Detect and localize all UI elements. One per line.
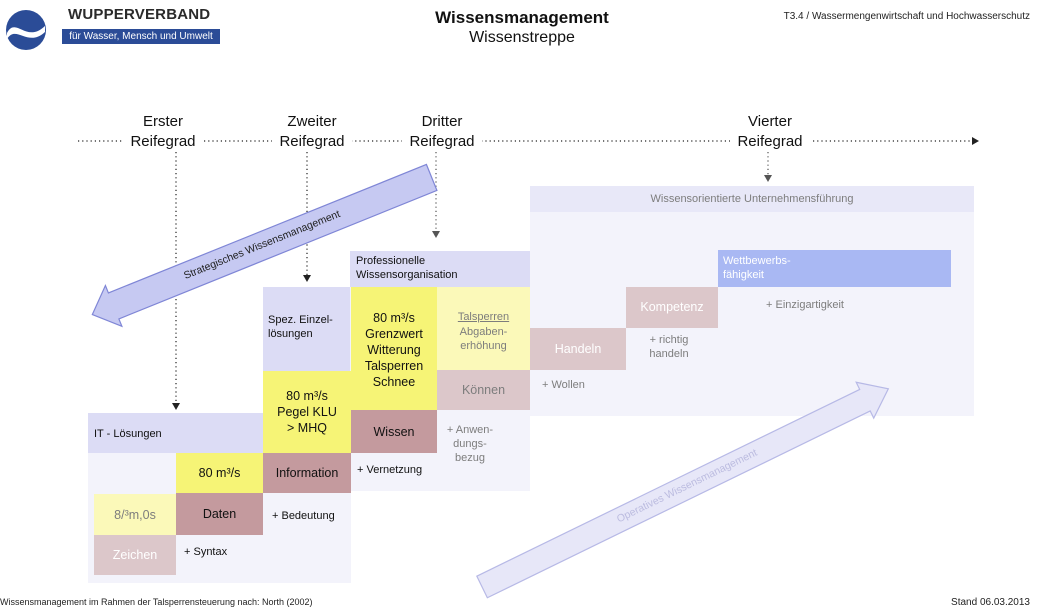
kompetenz-label: Kompetenz	[640, 300, 704, 314]
brand-name: WUPPERVERBAND	[68, 6, 211, 23]
page-title: Wissensmanagement	[435, 8, 609, 27]
level-1-line2: Reifegrad	[122, 132, 204, 152]
koennen-box	[437, 370, 530, 410]
daten-label: Daten	[202, 507, 237, 521]
information-label: Information	[275, 466, 339, 480]
level-1-label: Erster Reifegrad	[122, 112, 204, 152]
stage-unternehmen-header	[530, 186, 974, 212]
stage-area-unternehmen	[530, 186, 974, 416]
maturity-axis-arrowhead	[972, 137, 979, 145]
zeichen-example: 8/³m,0s	[114, 508, 156, 522]
zeichen-label: Zeichen	[112, 548, 158, 562]
zeichen-example-box	[94, 494, 176, 535]
wupperverband-logo-icon	[6, 10, 46, 50]
wissen-box	[351, 410, 437, 453]
handeln-box	[530, 328, 626, 370]
level-1-drop-arrowhead	[172, 403, 180, 410]
daten-example-box	[176, 453, 263, 493]
richtig-handeln-label: + richtig handeln	[649, 334, 689, 360]
stage-it-label: IT - Lösungen	[94, 428, 162, 440]
level-2-drop-arrowhead	[303, 275, 311, 282]
koennen-example: Abgaben- erhöhung	[459, 326, 508, 352]
information-example-box	[263, 371, 351, 453]
level-1-line1: Erster	[142, 113, 183, 130]
syntax-label: + Syntax	[184, 546, 228, 558]
stage-spez-header	[263, 287, 351, 371]
level-2-label: Zweiter Reifegrad	[272, 112, 352, 152]
level-2-line2: Reifegrad	[272, 132, 352, 152]
level-3-label: Dritter Reifegrad	[402, 112, 482, 152]
koennen-example-link[interactable]: Talsperren	[457, 311, 510, 323]
daten-box	[176, 493, 263, 535]
koennen-label: Können	[461, 383, 506, 397]
stage-prof-label: Professionelle Wissensorganisation	[356, 255, 458, 281]
handeln-label: Handeln	[554, 342, 602, 356]
stage-it-header	[88, 413, 263, 453]
level-4-line1: Vierter	[748, 113, 792, 130]
zeichen-box	[94, 535, 176, 575]
level-4-drop-arrowhead	[764, 175, 772, 182]
kompetenz-box	[626, 287, 718, 328]
level-2-line1: Zweiter	[287, 113, 337, 130]
section-label: T3.4 / Wassermengenwirtschaft und Hochwa…	[783, 11, 1030, 22]
level-3-drop-arrowhead	[432, 231, 440, 238]
level-4-label: Vierter Reifegrad	[730, 112, 810, 152]
date-stamp: Stand 06.03.2013	[951, 597, 1030, 608]
level-3-line2: Reifegrad	[402, 132, 482, 152]
daten-example: 80 m³/s	[198, 466, 241, 480]
page-subtitle: Wissenstreppe	[469, 29, 575, 46]
level-3-line1: Dritter	[421, 113, 463, 130]
koennen-example-box	[437, 287, 530, 370]
information-example: 80 m³/s Pegel KLU > MHQ	[277, 389, 337, 435]
wissen-example: 80 m³/s Grenzwert Witterung Talsperren S…	[364, 311, 424, 389]
bedeutung-label: + Bedeutung	[272, 510, 335, 522]
wissen-example-box	[351, 287, 437, 410]
vernetzung-label: + Vernetzung	[357, 464, 423, 476]
strategic-arrow	[91, 163, 438, 328]
einzigartigkeit-label: + Einzigartigkeit	[766, 299, 844, 311]
source-note: Wissensmanagement im Rahmen der Talsperr…	[0, 597, 313, 607]
brand-tagline: für Wasser, Mensch und Umwelt	[62, 29, 220, 44]
information-box	[263, 453, 351, 493]
wissen-label: Wissen	[373, 425, 415, 439]
anwendungsbezug-label: + Anwen- dungs- bezug	[446, 424, 494, 464]
operative-arrow	[476, 381, 890, 599]
wettbewerb-box	[718, 250, 951, 287]
stage-spez-label: Spez. Einzel- lösungen	[268, 314, 333, 340]
stage-unternehmen-label: Wissensorientierte Unternehmensführung	[650, 193, 854, 205]
wettbewerb-label: Wettbewerbs- fähigkeit	[723, 255, 791, 281]
stage-prof-header	[350, 251, 530, 287]
wollen-label: + Wollen	[542, 379, 585, 391]
level-4-line2: Reifegrad	[730, 132, 810, 152]
